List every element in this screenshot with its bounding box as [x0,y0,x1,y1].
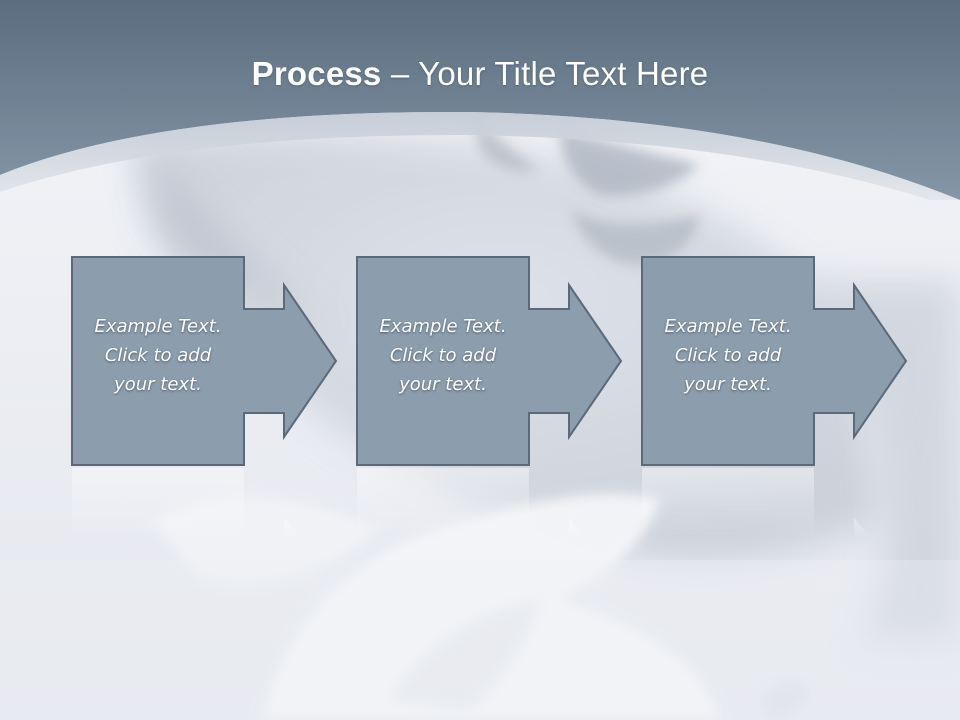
title-rest: – Your Title Text Here [381,55,709,92]
page-title[interactable]: Process – Your Title Text Here [0,52,960,96]
step-reflection [357,468,586,538]
step-text-line: Example Text. [94,316,222,337]
title-bold: Process [251,55,382,92]
step-text-line: Click to add [389,345,497,366]
process-step-2[interactable]: Example Text. Click to add your text. [356,256,626,468]
step-text-line: Click to add [674,345,782,366]
step-text[interactable]: Example Text. Click to add your text. [643,312,813,399]
step-text-line: your text. [114,374,202,395]
step-arrow-shape [356,256,623,466]
step-text-line: Example Text. [664,316,792,337]
step-arrow-shape [71,256,338,466]
header-band [0,0,960,200]
step-text-line: Example Text. [379,316,507,337]
process-step-3[interactable]: Example Text. Click to add your text. [641,256,911,468]
step-text[interactable]: Example Text. Click to add your text. [73,312,243,399]
step-text-line: your text. [399,374,487,395]
step-text-line: your text. [684,374,772,395]
step-reflection [72,468,301,538]
step-reflection [642,468,871,538]
step-text-line: Click to add [104,345,212,366]
step-arrow-shape [641,256,908,466]
process-step-1[interactable]: Example Text. Click to add your text. [71,256,341,468]
step-text[interactable]: Example Text. Click to add your text. [358,312,528,399]
